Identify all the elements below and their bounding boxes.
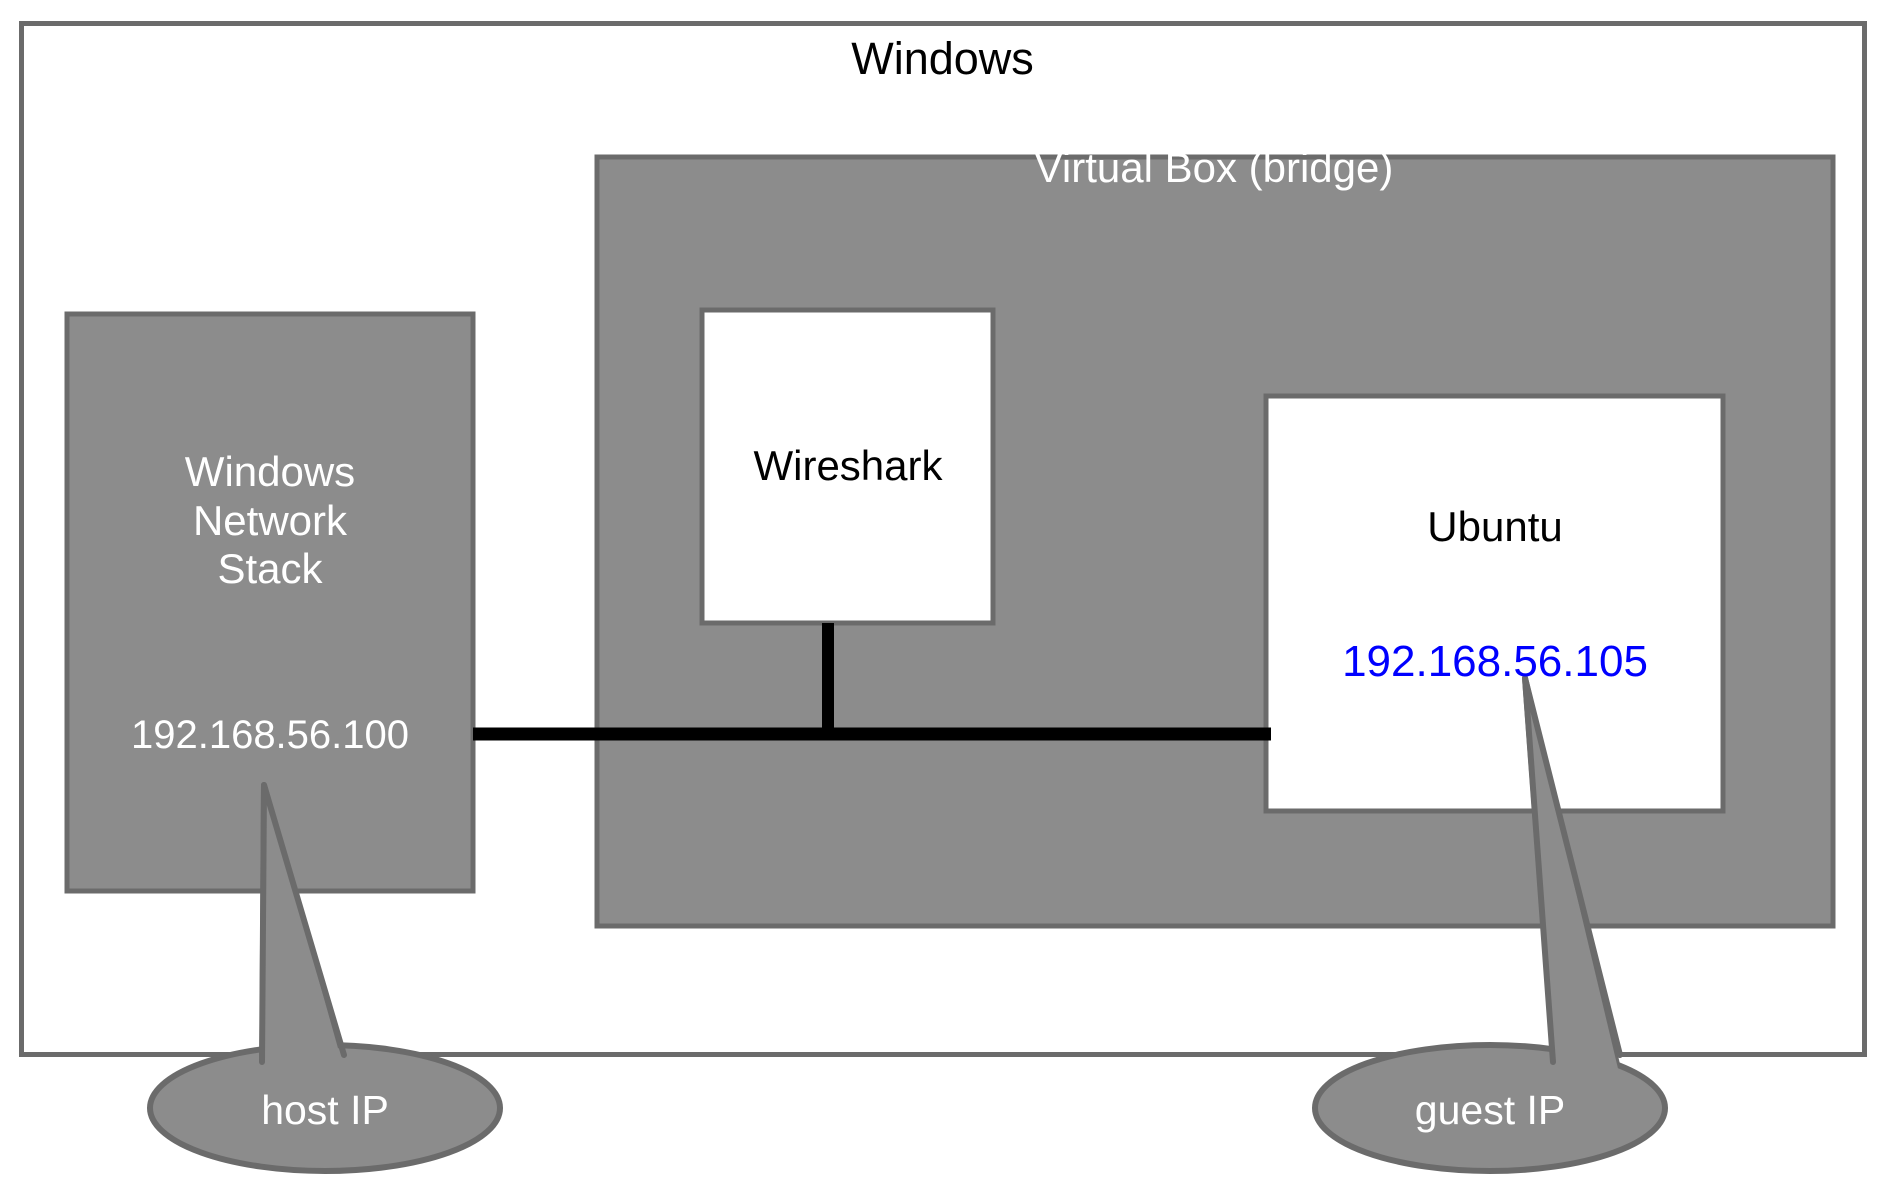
host-ip-callout-pointer-edges — [259, 782, 347, 1065]
guest-ip-callout-pointer-edges — [1522, 675, 1623, 1065]
wireshark-rect — [699, 307, 996, 626]
host-ip-callout-pointer-overlay — [262, 785, 352, 1105]
ubuntu-rect — [1263, 393, 1726, 814]
windows-network-stack-rect — [64, 311, 476, 894]
